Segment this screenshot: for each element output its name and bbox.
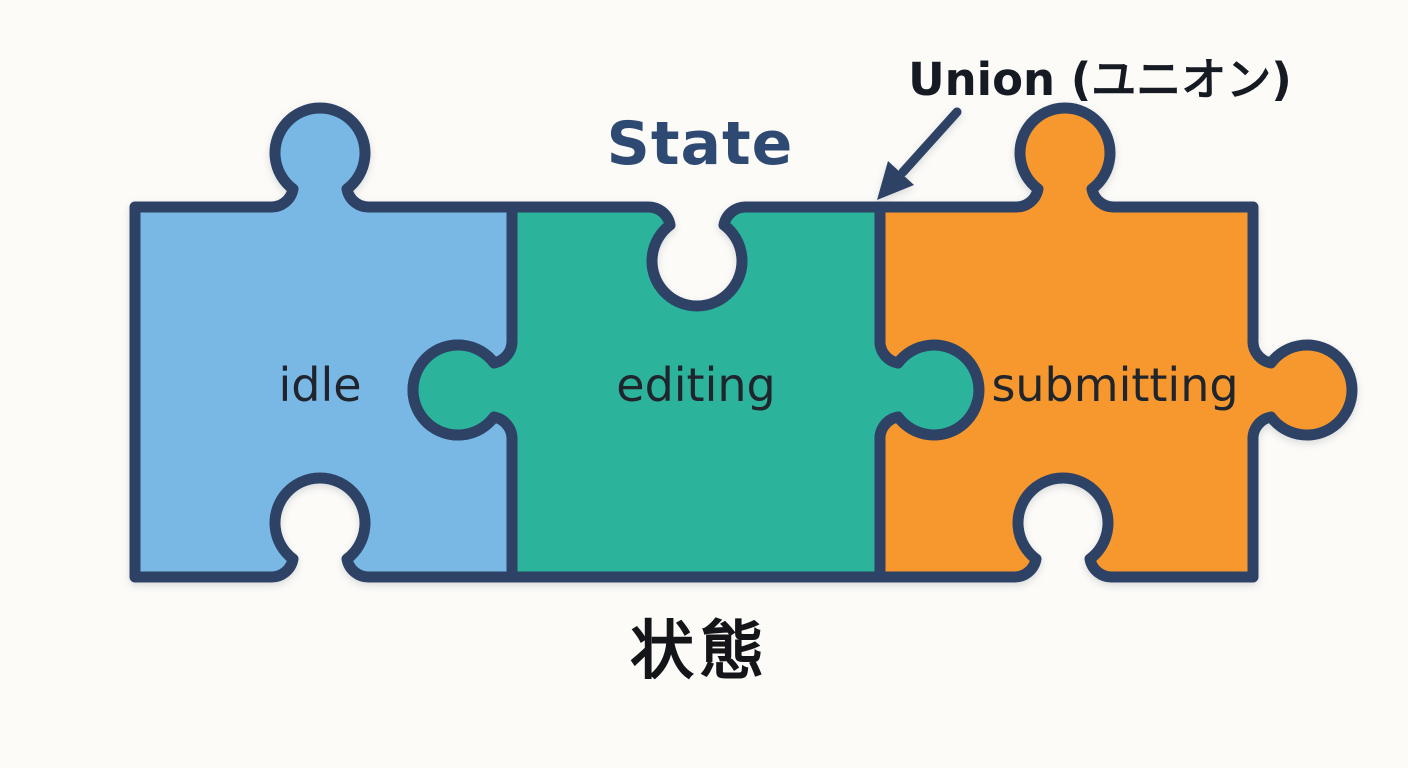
state-title: State	[606, 109, 794, 179]
piece-label-submitting: submitting	[991, 358, 1239, 412]
union-annotation: Union (ユニオン)	[908, 53, 1292, 106]
piece-submitting	[874, 102, 1358, 583]
japanese-subtitle: 状態	[630, 615, 770, 689]
piece-label-idle: idle	[278, 358, 362, 412]
piece-label-editing: editing	[616, 358, 776, 412]
union-arrow-icon	[877, 107, 962, 200]
